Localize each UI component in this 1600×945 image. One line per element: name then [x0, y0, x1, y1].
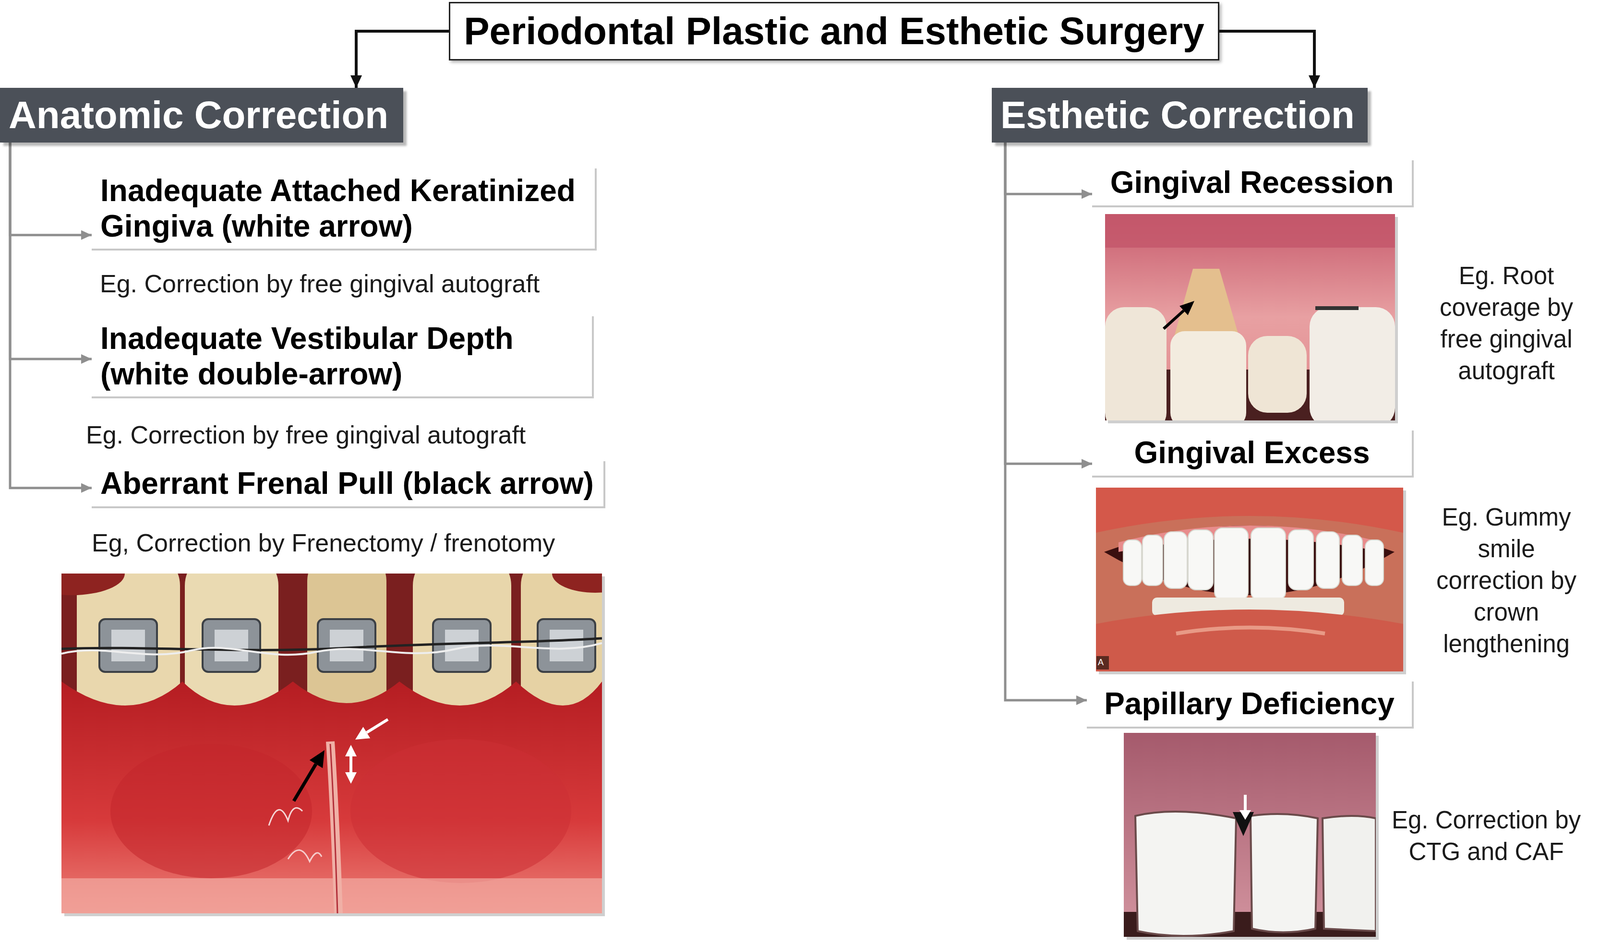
connector-arrow [10, 142, 92, 236]
category-header: Anatomic Correction [0, 87, 404, 143]
smile-photo-part [1095, 487, 1404, 672]
connector-arrow [10, 142, 92, 489]
smile-photo-part [1104, 525, 1395, 596]
box-text: Inadequate Attached Keratinized Gingiva … [100, 173, 586, 244]
smile-photo-part-part [1288, 529, 1314, 590]
frenum-photo-part [61, 878, 602, 914]
frenum-photo-part [345, 745, 357, 757]
papilla-photo [1123, 733, 1376, 938]
condition-box: Papillary Deficiency [1086, 681, 1414, 729]
example-note: Eg. Correction by CTG and CAF [1385, 804, 1588, 868]
connector-arrow [1005, 142, 1093, 464]
frenum-photo-part [61, 638, 602, 650]
connector-arrow [10, 142, 92, 360]
recession-photo-part [1105, 307, 1167, 421]
connector-arrow [1219, 31, 1315, 88]
frenum-photo-part [309, 750, 325, 769]
box-text: Gingival Recession [1101, 165, 1403, 201]
frenum-photo-part [110, 744, 313, 879]
smile-photo-part-part [1188, 529, 1214, 590]
frenum-photo-part [288, 850, 322, 862]
recession-photo-part [1315, 306, 1359, 311]
frenum-photo-part [268, 807, 303, 826]
category-header: Esthetic Correction [991, 87, 1368, 143]
papilla-photo-part [1123, 733, 1376, 938]
papilla-photo-part [1250, 814, 1318, 933]
smile-photo-part-part [1342, 535, 1363, 586]
recession-photo-part [1309, 307, 1396, 421]
frenum-photo-part [99, 619, 596, 673]
condition-box: Gingival Recession [1092, 160, 1414, 208]
condition-box: Aberrant Frenal Pull (black arrow) [91, 461, 606, 509]
frenum-photo-part-part [214, 629, 249, 662]
smile-photo-part-part [1316, 531, 1340, 589]
recession-photo-part [1173, 268, 1240, 339]
recession-photo-part [1170, 331, 1247, 421]
condition-box: Inadequate Vestibular Depth (white doubl… [91, 316, 594, 399]
connector-arrow [1005, 142, 1087, 701]
frenum-photo-part-part [329, 629, 364, 662]
frenum-photo-part [355, 726, 371, 740]
frenum-photo-part [330, 741, 339, 914]
frenum-photo-part [293, 764, 316, 802]
recession-photo-part [1248, 336, 1307, 413]
recession-photo-part [1179, 300, 1195, 316]
frenum-photo-part [366, 719, 388, 733]
box-text: Papillary Deficiency [1096, 686, 1403, 722]
frenum-photo [61, 573, 602, 914]
box-text: Periodontal Plastic and Esthetic Surgery [461, 9, 1207, 54]
box-text: Anatomic Correction [8, 93, 395, 138]
title-box: Periodontal Plastic and Esthetic Surgery [448, 1, 1220, 61]
papilla-photo-part [1135, 811, 1237, 937]
smile-photo [1095, 487, 1404, 672]
frenum-photo-part [61, 681, 602, 914]
box-text: Gingival Excess [1101, 435, 1403, 471]
connector-arrow [356, 31, 449, 88]
smile-photo-part-part [1251, 528, 1286, 601]
frenum-photo-part-part [111, 629, 145, 662]
papilla-photo-part [1322, 816, 1376, 932]
example-note: Eg. Gummy smile correction by crown leng… [1424, 501, 1588, 661]
example-note: Eg, Correction by Frenectomy / frenotomy [91, 527, 555, 559]
frenum-photo-part [61, 573, 125, 596]
condition-box: Gingival Excess [1092, 430, 1414, 478]
example-note: A [1097, 657, 1104, 668]
box-text: Inadequate Vestibular Depth (white doubl… [100, 321, 581, 392]
smile-photo-part-part [1164, 531, 1188, 589]
frenum-photo-part [61, 643, 602, 655]
recession-photo [1105, 214, 1396, 421]
smile-photo-part [1176, 627, 1325, 635]
smile-photo-part [1096, 656, 1109, 670]
condition-box: Inadequate Attached Keratinized Gingiva … [91, 168, 597, 251]
example-note: Eg. Correction by free gingival autograf… [99, 267, 540, 300]
frenum-photo-part-part [317, 619, 376, 673]
frenum-photo-part-part [202, 619, 261, 673]
smile-photo-part-part [1123, 540, 1142, 586]
smile-photo-part [1123, 528, 1384, 601]
smile-photo-part-part [1142, 535, 1163, 586]
recession-photo-part [1105, 214, 1396, 248]
example-note: Eg. Correction by free gingival autograf… [85, 419, 526, 451]
frenum-photo-part [330, 744, 338, 914]
recession-photo-part [1163, 310, 1184, 329]
connector-arrow [1005, 142, 1093, 194]
papilla-photo-part [1239, 810, 1252, 820]
box-text: Esthetic Correction [1000, 93, 1360, 138]
smile-photo-part-part [1214, 528, 1249, 601]
frenum-photo-part [552, 573, 602, 593]
frenum-photo-part-part [537, 619, 596, 673]
photo-shadow [64, 216, 1407, 940]
example-note: Eg. Root coverage by free gingival autog… [1424, 260, 1588, 387]
smile-photo-part-part [1365, 540, 1384, 586]
frenum-photo-part [345, 772, 357, 784]
box-text: Aberrant Frenal Pull (black arrow) [100, 466, 595, 502]
frenum-photo-part [350, 739, 572, 884]
frenum-photo-part-part [549, 629, 584, 662]
frenum-photo-part [349, 755, 353, 774]
papilla-photo-part [1243, 794, 1247, 812]
smile-photo-part [1095, 609, 1404, 672]
frenum-photo-part-part [99, 619, 157, 673]
